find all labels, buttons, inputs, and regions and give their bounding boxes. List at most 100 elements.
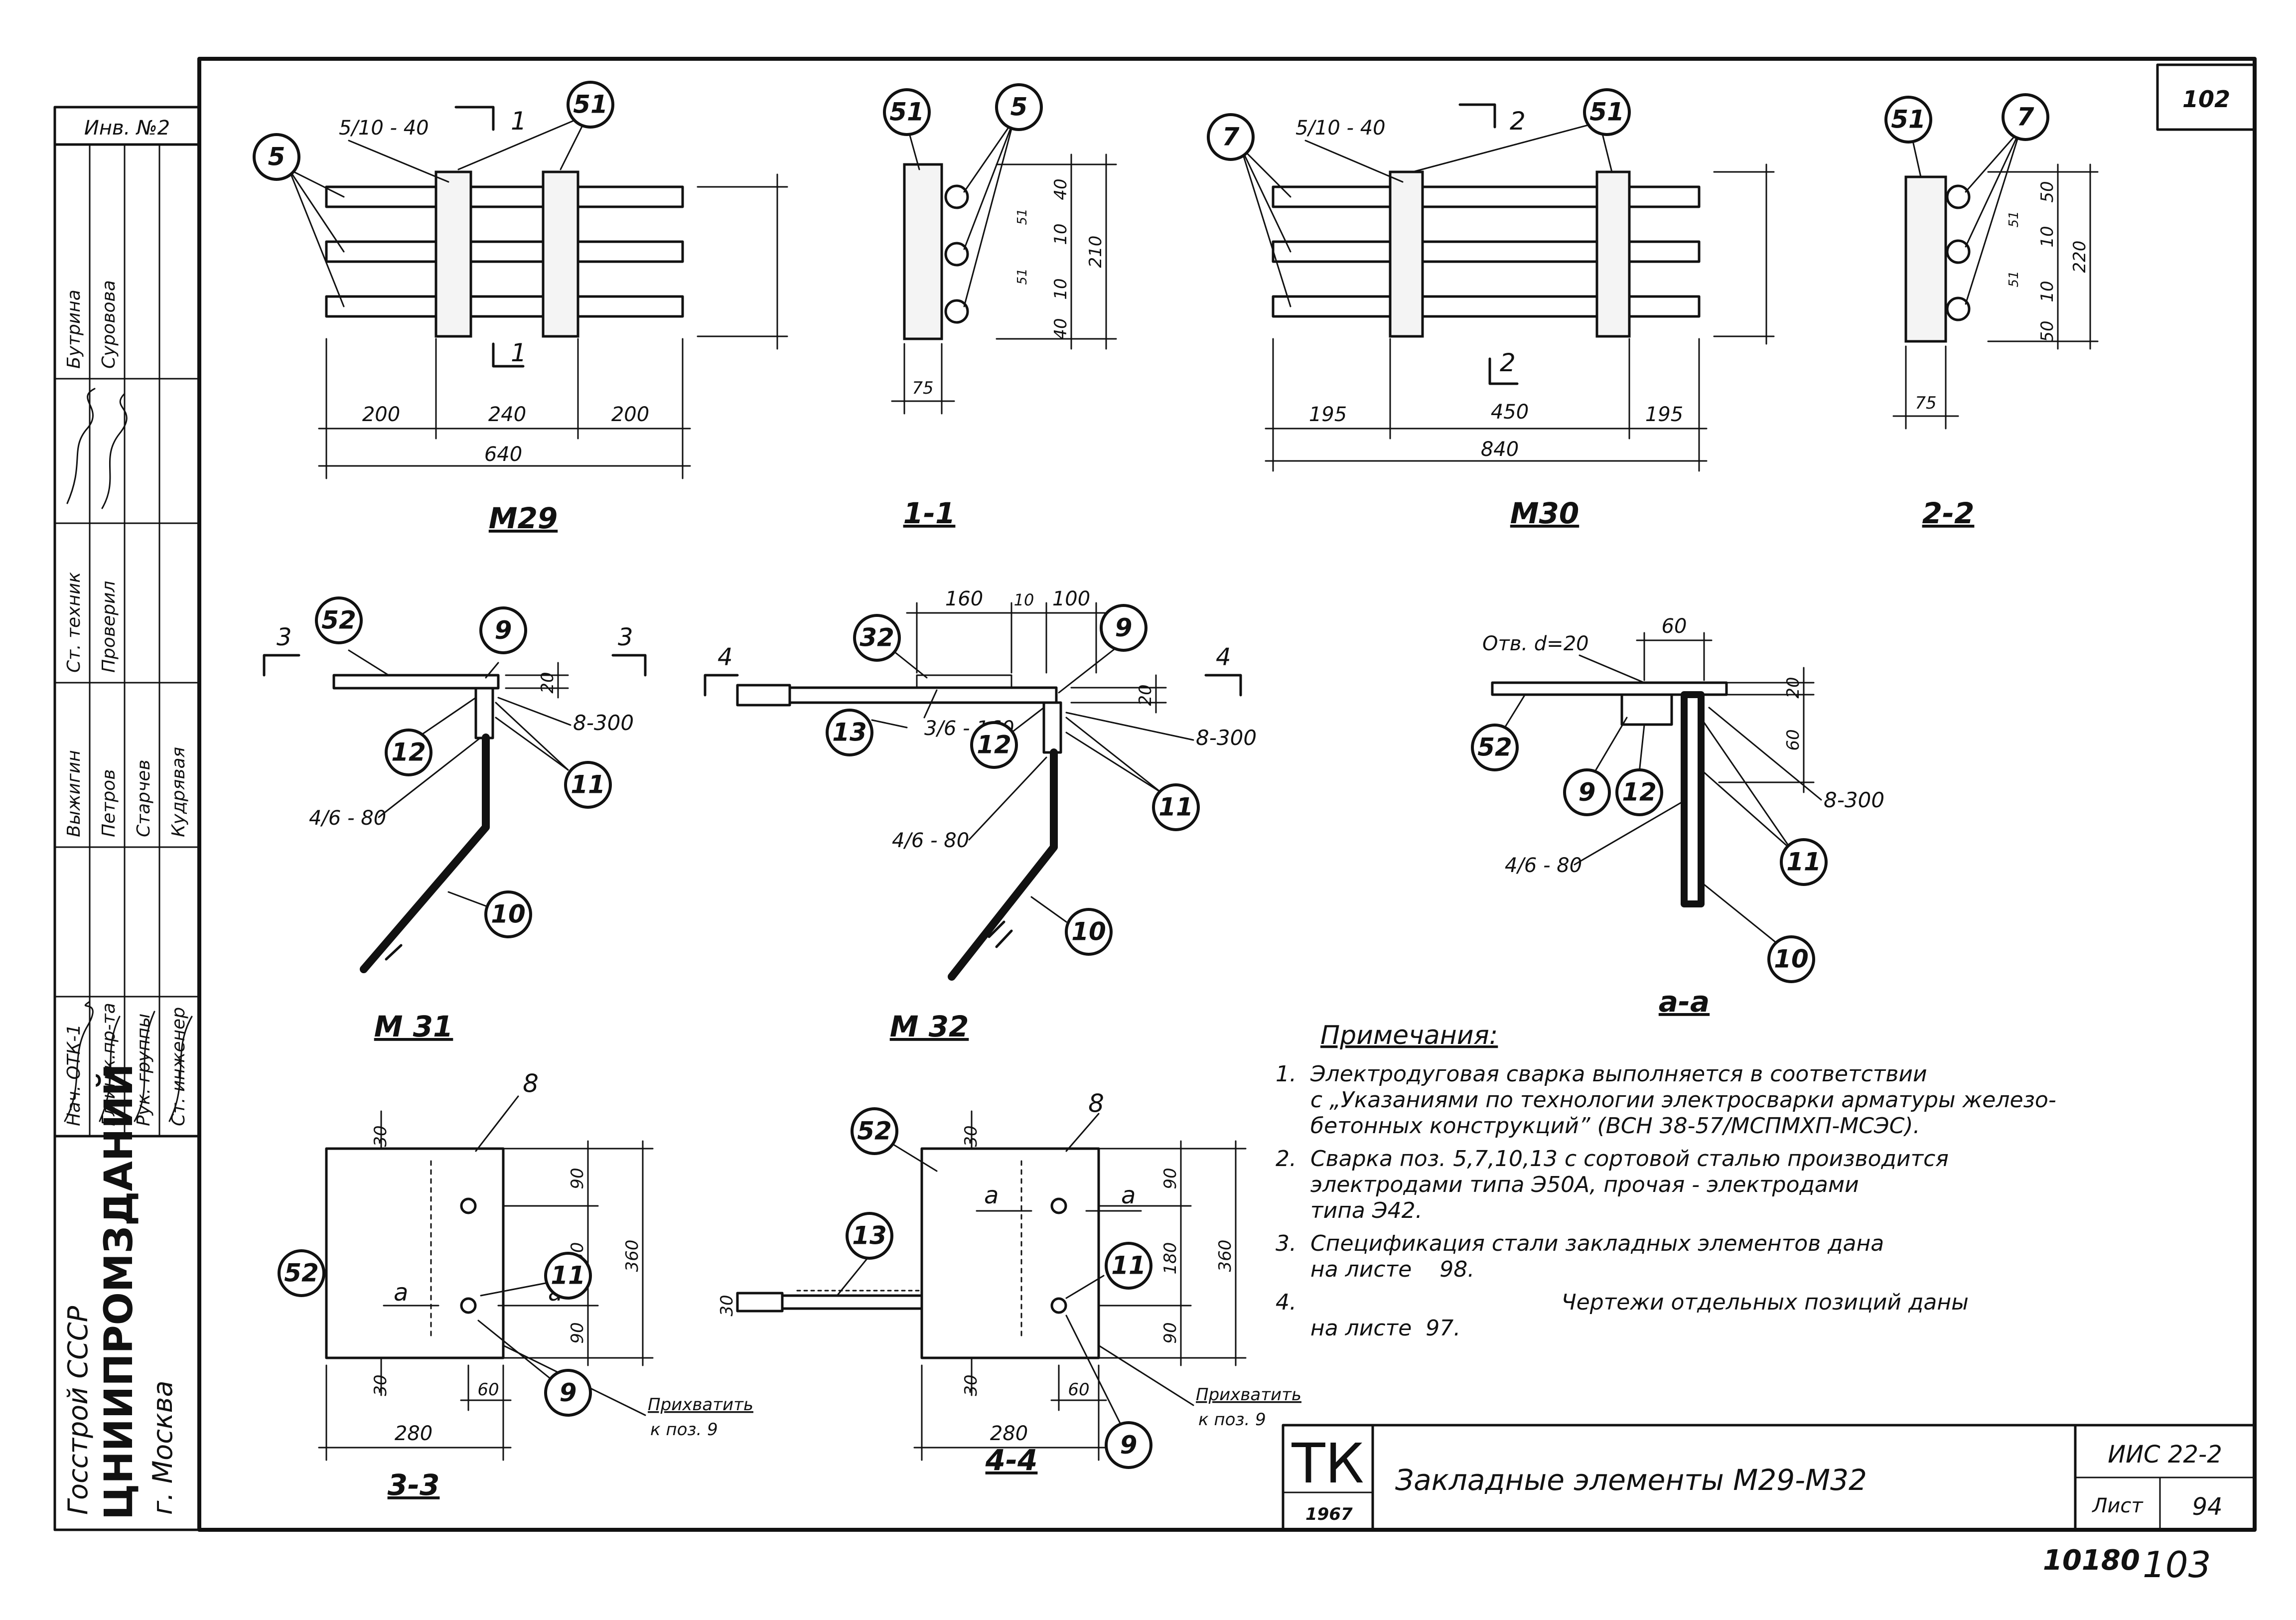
saa-dim-60: 60 <box>1783 729 1803 750</box>
callout-12-saa: 12 <box>1615 768 1663 816</box>
view-section-4-4: 90 180 90 360 30 30 30 280 60 а а <box>717 1110 1301 1461</box>
s22-dim-10b: 10 <box>2037 281 2057 302</box>
view-title-a-a: а-а <box>1659 985 1710 1019</box>
s22-dim-50b: 50 <box>2037 320 2057 342</box>
svg-text:52: 52 <box>857 1117 892 1146</box>
svg-text:12: 12 <box>391 738 426 767</box>
view-m29: 200 240 200 640 5/10 - 40 1 1 <box>288 106 788 479</box>
s33-dim-90a: 90 <box>568 1168 587 1189</box>
sheet-number: 94 <box>2192 1493 2222 1521</box>
m30-dim-195b: 195 <box>1645 403 1683 426</box>
m30-dim-840: 840 <box>1481 438 1519 461</box>
s44-dim-90b: 90 <box>1160 1322 1180 1343</box>
svg-text:10: 10 <box>1071 917 1106 946</box>
callout-11-s44: 11 <box>1105 1242 1152 1290</box>
s33-dim-360: 360 <box>622 1240 642 1272</box>
footer-page: 103 <box>2143 1544 2211 1586</box>
note-line-3: бетонных конструкций” (ВСН 38-57/МСПМХП-… <box>1276 1113 1920 1139</box>
s22-dim-220: 220 <box>2070 241 2090 273</box>
s22-weld-b: 51 <box>2007 271 2021 287</box>
tk-year: 1967 <box>1305 1504 1353 1524</box>
s44-dim-90a: 90 <box>1160 1168 1180 1189</box>
svg-text:9: 9 <box>1120 1431 1138 1460</box>
stamp-name-3: Петров <box>99 769 119 837</box>
callout-13-m32: 13 <box>826 709 873 756</box>
callout-8-s33: 8 <box>523 1069 539 1098</box>
stamp-role-6: Проверил <box>99 581 119 673</box>
callout-markers: 5 51 51 5 7 51 51 7 52 9 12 11 10 32 9 1… <box>253 81 2049 1469</box>
drawing-title: Закладные элементы М29-М32 <box>1395 1463 1867 1497</box>
svg-text:9: 9 <box>1578 778 1596 807</box>
view-section-1-1: 75 40 10 10 40 210 51 51 <box>891 119 1117 415</box>
svg-text:11: 11 <box>551 1261 585 1290</box>
s11-dim-40a: 40 <box>1051 178 1071 200</box>
callout-52-s44: 52 <box>851 1107 898 1155</box>
m32-weld-4-80: 4/6 - 80 <box>892 829 969 852</box>
svg-text:5: 5 <box>268 143 286 171</box>
s33-dim-60: 60 <box>477 1380 499 1400</box>
series-code: ИИС 22-2 <box>2108 1441 2222 1469</box>
org-line-1: Госстрой СССР <box>62 1306 94 1515</box>
callout-52-saa: 52 <box>1471 724 1519 771</box>
m32-dim-160: 160 <box>945 588 983 610</box>
svg-text:10: 10 <box>491 900 526 929</box>
m29-cut-1a: 1 <box>511 107 527 136</box>
s11-dim-75: 75 <box>912 378 933 398</box>
s44-dim-30c: 30 <box>717 1295 737 1316</box>
m32-cut-4b: 4 <box>1216 643 1231 671</box>
footer-number: 10180 <box>2043 1544 2140 1577</box>
svg-text:13: 13 <box>852 1221 887 1250</box>
corner-mark: 102 <box>2182 86 2230 113</box>
callout-11-m31: 11 <box>564 761 612 809</box>
s11-dim-40b: 40 <box>1051 318 1071 339</box>
svg-text:9: 9 <box>495 616 512 645</box>
s11-weld-a: 51 <box>1015 208 1030 225</box>
callout-11-saa: 11 <box>1780 838 1828 886</box>
m32-dim-20: 20 <box>1136 684 1155 706</box>
callout-7-m30: 7 <box>1207 113 1255 161</box>
view-m31: 3 3 20 8-300 4/6 - 80 <box>263 623 647 973</box>
callout-8-s44: 8 <box>1088 1089 1104 1118</box>
note-line-4: 2. Сварка поз. 5,7,10,13 с сортовой стал… <box>1276 1146 1949 1172</box>
stamp-name-1: Бутрина <box>64 290 84 369</box>
svg-text:52: 52 <box>1477 733 1512 762</box>
svg-text:32: 32 <box>860 623 894 652</box>
inv-label: Инв. №2 <box>84 117 170 140</box>
stamp-role-4: Ст. инженер <box>168 1007 189 1126</box>
view-title-m32: М 32 <box>890 1010 969 1043</box>
callout-51-s11: 51 <box>883 88 931 136</box>
svg-text:12: 12 <box>1622 778 1657 807</box>
m30-cut-2a: 2 <box>1510 107 1526 136</box>
callout-9-s33: 9 <box>544 1369 592 1417</box>
tk-mark: ТК <box>1291 1432 1364 1495</box>
s44-cut-a2: а <box>1121 1181 1136 1209</box>
m29-weld-note: 5/10 - 40 <box>339 117 429 140</box>
svg-text:51: 51 <box>573 90 608 119</box>
callout-10-saa: 10 <box>1767 935 1815 983</box>
s33-dim-90b: 90 <box>568 1322 587 1343</box>
s22-dim-50a: 50 <box>2037 181 2057 202</box>
m30-dim-450: 450 <box>1491 401 1529 424</box>
view-title-1-1: 1-1 <box>903 496 956 530</box>
svg-text:7: 7 <box>1222 123 1240 151</box>
m29-dim-200a: 200 <box>362 403 400 426</box>
org-line-2: ЦНИИПРОМЗДАНИЙ <box>96 1063 142 1520</box>
stamp-role-5: Ст. техник <box>64 572 84 673</box>
callout-11-m32: 11 <box>1152 783 1200 831</box>
callout-51-s22: 51 <box>1884 96 1932 144</box>
note-line-7: 3. Спецификация стали закладных элементо… <box>1276 1231 1884 1256</box>
stamp-role-2: Гл.инж.пр-та <box>99 1003 119 1126</box>
saa-dim-60top: 60 <box>1662 615 1687 638</box>
s11-dim-10a: 10 <box>1051 223 1071 245</box>
m31-cut-3b: 3 <box>618 623 633 651</box>
m29-dim-240: 240 <box>488 403 526 426</box>
note-line-6: типа Э42. <box>1276 1198 1423 1223</box>
callout-5-m29: 5 <box>253 133 300 181</box>
svg-text:9: 9 <box>560 1378 577 1407</box>
m30-dim-195a: 195 <box>1309 403 1347 426</box>
m32-cut-4a: 4 <box>718 643 733 671</box>
s33-dim-280: 280 <box>395 1422 432 1445</box>
m29-dim-640: 640 <box>484 443 522 466</box>
s22-weld-a: 51 <box>2007 211 2021 227</box>
s44-tack-1: Прихватить <box>1196 1385 1301 1405</box>
